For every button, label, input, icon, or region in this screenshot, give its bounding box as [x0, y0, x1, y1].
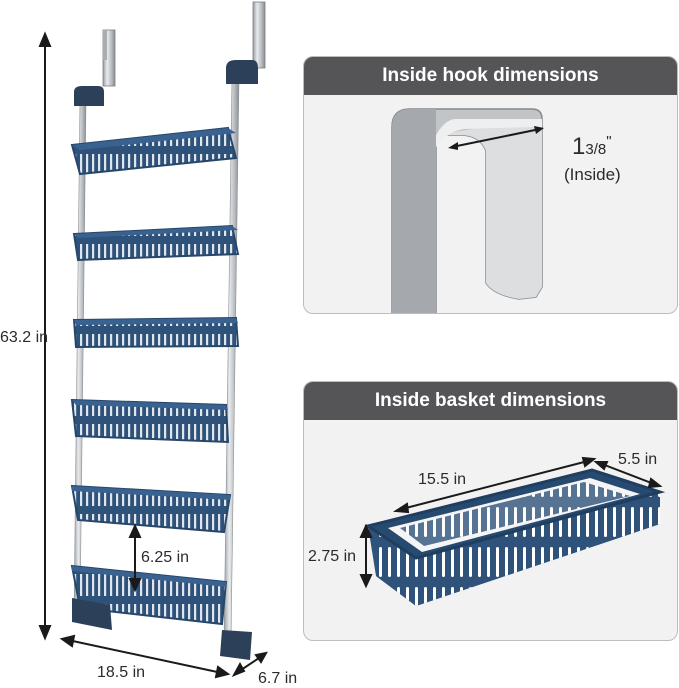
depth-dimension-line: [231, 651, 268, 677]
basket-2: [72, 224, 240, 262]
basket-1: [70, 126, 238, 176]
basket-length-dimension-line: [392, 456, 597, 514]
basket-illustration: [359, 456, 666, 606]
door-hook-left: [102, 29, 116, 87]
basket-width-label: 5.5 in: [618, 451, 658, 468]
basket-length-label: 15.5 in: [418, 471, 467, 488]
hook-panel-title: Inside hook dimensions: [304, 57, 677, 95]
hook-size-note: (Inside): [564, 165, 621, 184]
basket-panel-title: Inside basket dimensions: [304, 382, 677, 420]
hook-inside-dimension-line: [451, 128, 541, 148]
shelf-gap-label: 6.25 in: [141, 549, 190, 566]
hook-illustration: [391, 108, 544, 313]
hook-dimensions-panel: Inside hook dimensions 13/8" (Inside): [303, 56, 678, 314]
hook-size-unit: ": [606, 133, 612, 150]
hook-size-label: 13/8": [572, 133, 612, 161]
basket-3: [72, 316, 240, 349]
rail-top-caps: [74, 60, 258, 106]
width-dimension-line: [59, 634, 231, 679]
door-hook-right: [252, 1, 266, 69]
hook-size-fraction: 3/8: [585, 141, 607, 158]
basket-dimensions-panel: Inside basket dimensions 15.5 in 5.5 in …: [303, 381, 678, 641]
basket-6: [70, 564, 228, 626]
basket-height-dimension-line: [359, 523, 373, 589]
basket-height-label: 2.75 in: [308, 548, 357, 565]
shelf-gap-dimension-line: [128, 523, 142, 593]
basket-width-dimension-line: [593, 461, 663, 489]
basket-4: [70, 398, 230, 444]
width-label: 18.5 in: [97, 664, 146, 681]
rail-bottom-feet: [72, 598, 252, 660]
height-label: 63.2 in: [0, 329, 49, 346]
basket-5: [70, 484, 232, 534]
hook-size-whole: 1: [572, 133, 586, 160]
height-dimension-line: [38, 31, 52, 641]
depth-label: 6.7 in: [258, 670, 298, 687]
